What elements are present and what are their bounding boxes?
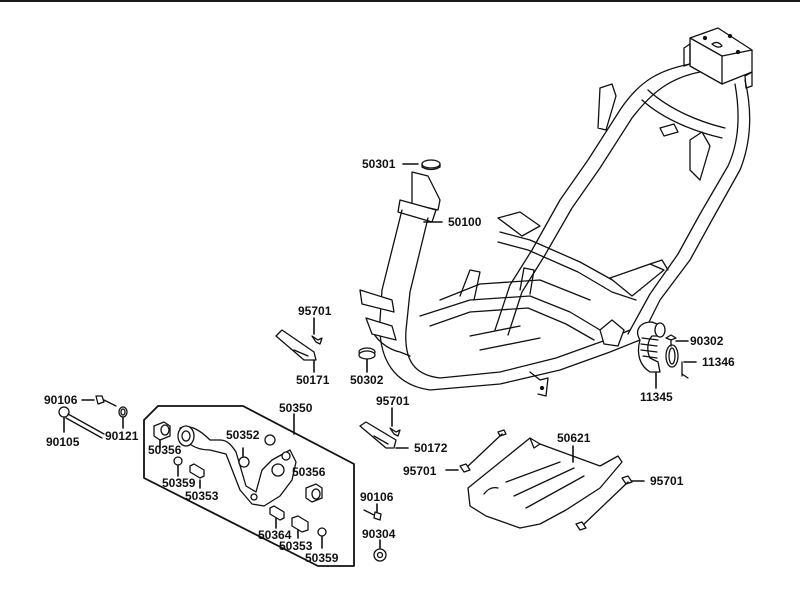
label-50359-right: 50359 bbox=[305, 551, 339, 565]
label-50356-right: 50356 bbox=[292, 465, 326, 479]
engine-hanger-50350[interactable] bbox=[177, 425, 297, 507]
screw-90302[interactable] bbox=[665, 334, 689, 347]
label-50301: 50301 bbox=[362, 157, 396, 171]
label-90304: 90304 bbox=[362, 527, 396, 541]
label-90106-top: 90106 bbox=[44, 393, 78, 407]
label-50353-right: 50353 bbox=[279, 539, 313, 553]
nut-90304[interactable] bbox=[373, 539, 387, 562]
bracket-50171[interactable] bbox=[275, 329, 317, 373]
bush-50356-right[interactable] bbox=[305, 483, 323, 503]
label-11346: 11346 bbox=[702, 355, 735, 369]
label-95701-bracket-right: 95701 bbox=[376, 394, 410, 408]
nut-50359-left[interactable] bbox=[173, 456, 183, 477]
header-rule bbox=[0, 0, 800, 2]
label-90302: 90302 bbox=[690, 334, 724, 348]
collar-50352[interactable] bbox=[238, 434, 276, 468]
label-50364: 50364 bbox=[258, 528, 292, 542]
label-50352: 50352 bbox=[226, 428, 260, 442]
bolt-90106-bottom[interactable] bbox=[363, 503, 382, 521]
bolt-95701-left[interactable] bbox=[311, 317, 323, 345]
label-11345: 11345 bbox=[640, 390, 673, 404]
label-50100: 50100 bbox=[448, 215, 482, 229]
bush-50356-left[interactable] bbox=[153, 421, 171, 449]
nut-50359-right[interactable] bbox=[317, 527, 327, 549]
frame-50100[interactable] bbox=[359, 27, 753, 397]
label-95701-cover-left: 95701 bbox=[403, 464, 437, 478]
pin-50364[interactable] bbox=[269, 505, 285, 529]
bolt-95701-right-bracket[interactable] bbox=[389, 407, 401, 437]
label-50353-left: 50353 bbox=[185, 489, 219, 503]
clamp-11346[interactable] bbox=[665, 344, 697, 379]
label-50171: 50171 bbox=[296, 373, 330, 387]
bolt-90106-top[interactable] bbox=[81, 395, 117, 407]
steering-cup-50301[interactable] bbox=[402, 159, 441, 171]
pin-50353-right[interactable] bbox=[291, 515, 309, 539]
air-duct-11345[interactable] bbox=[637, 321, 666, 389]
steering-cup-50302[interactable] bbox=[358, 347, 376, 373]
engine-hanger-box bbox=[143, 405, 355, 567]
bolt-90105[interactable] bbox=[58, 406, 105, 439]
label-50172: 50172 bbox=[414, 441, 448, 455]
label-95701-bracket-left: 95701 bbox=[298, 304, 332, 318]
pin-50353-left[interactable] bbox=[189, 463, 205, 489]
bracket-50172[interactable] bbox=[359, 421, 409, 449]
label-90121: 90121 bbox=[105, 429, 139, 443]
washer-90121[interactable] bbox=[118, 406, 128, 429]
label-90105: 90105 bbox=[46, 435, 80, 449]
cover-bolt-95701-right[interactable] bbox=[575, 475, 645, 531]
label-90106-bottom: 90106 bbox=[360, 490, 394, 504]
label-50350: 50350 bbox=[279, 401, 313, 415]
label-50621: 50621 bbox=[557, 431, 591, 445]
label-95701-cover-right: 95701 bbox=[650, 474, 684, 488]
floor-cover-50621[interactable] bbox=[467, 437, 623, 529]
label-50356-left: 50356 bbox=[148, 443, 182, 457]
label-50302: 50302 bbox=[350, 373, 384, 387]
label-50359-left: 50359 bbox=[162, 476, 196, 490]
cover-bolt-95701-left[interactable] bbox=[445, 429, 507, 473]
